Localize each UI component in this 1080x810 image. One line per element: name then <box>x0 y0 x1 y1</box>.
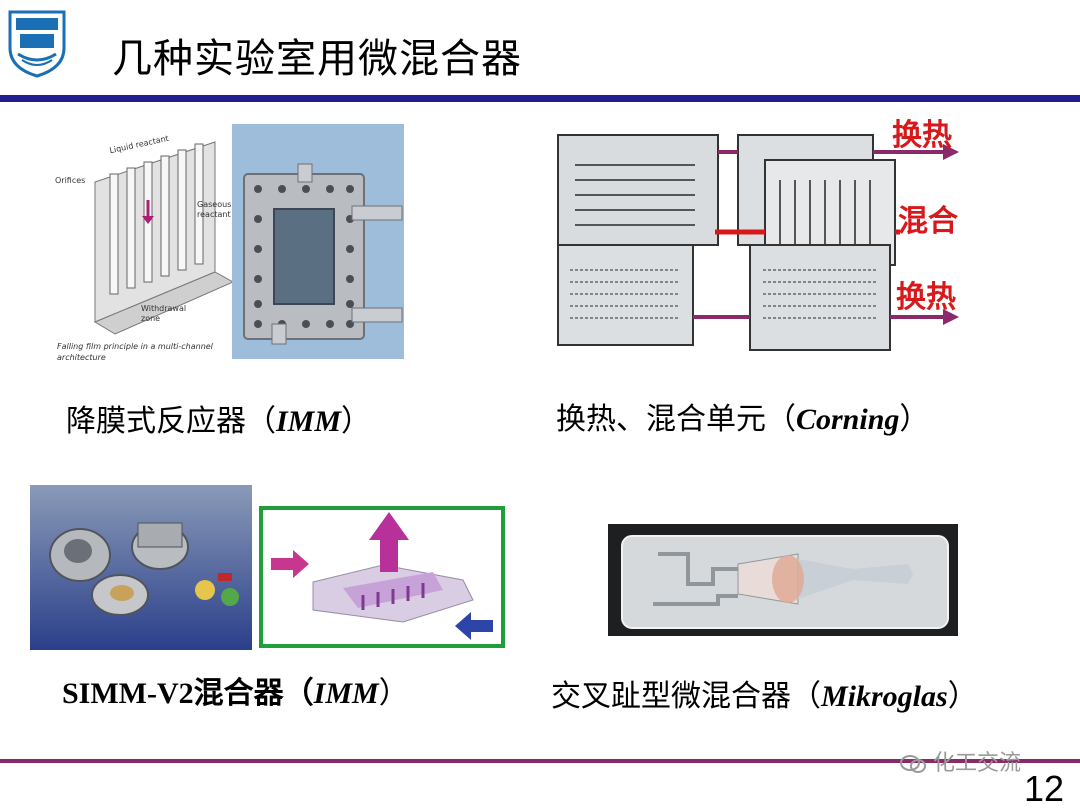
mikroglas-mixer-photo <box>608 524 958 636</box>
label-orifices: Orifices <box>55 176 86 185</box>
label-heat-exchange-top: 换热 <box>892 118 952 153</box>
simm-v2-schematic <box>259 506 505 648</box>
corning-unit-diagram: 换热 混合 换热 <box>555 110 975 360</box>
label-heat-exchange-bottom: 换热 <box>896 280 956 315</box>
page-number: 12 <box>1023 768 1064 809</box>
diagram-caption-line1: Falling film principle in a multi-channe… <box>57 342 213 351</box>
watermark: 化工交流 <box>900 745 1021 777</box>
title-divider <box>0 95 1080 102</box>
diagram-caption-line2: architecture <box>57 353 106 362</box>
university-logo <box>6 8 68 78</box>
caption-simm-v2: SIMM-V2混合器（IMM） <box>62 676 409 711</box>
footer-divider <box>0 759 1080 763</box>
label-withdrawal-zone: Withdrawal zone <box>141 304 187 323</box>
wechat-icon <box>900 754 926 774</box>
simm-v2-photo <box>30 485 252 650</box>
caption-corning-unit: 换热、混合单元（Corning） <box>556 402 930 437</box>
falling-film-reactor-photo <box>232 124 404 359</box>
falling-film-diagram: Liquid reactant Orifices Gaseous reactan… <box>55 122 235 367</box>
caption-interdigital-mixer: 交叉趾型微混合器（Mikroglas） <box>551 679 978 714</box>
page-title: 几种实验室用微混合器 <box>112 36 522 82</box>
label-mixing: 混合 <box>898 204 958 239</box>
label-gaseous-reactant: Gaseous reactant <box>197 200 232 219</box>
caption-falling-film-reactor: 降膜式反应器（IMM） <box>66 404 372 439</box>
watermark-text: 化工交流 <box>933 751 1022 776</box>
